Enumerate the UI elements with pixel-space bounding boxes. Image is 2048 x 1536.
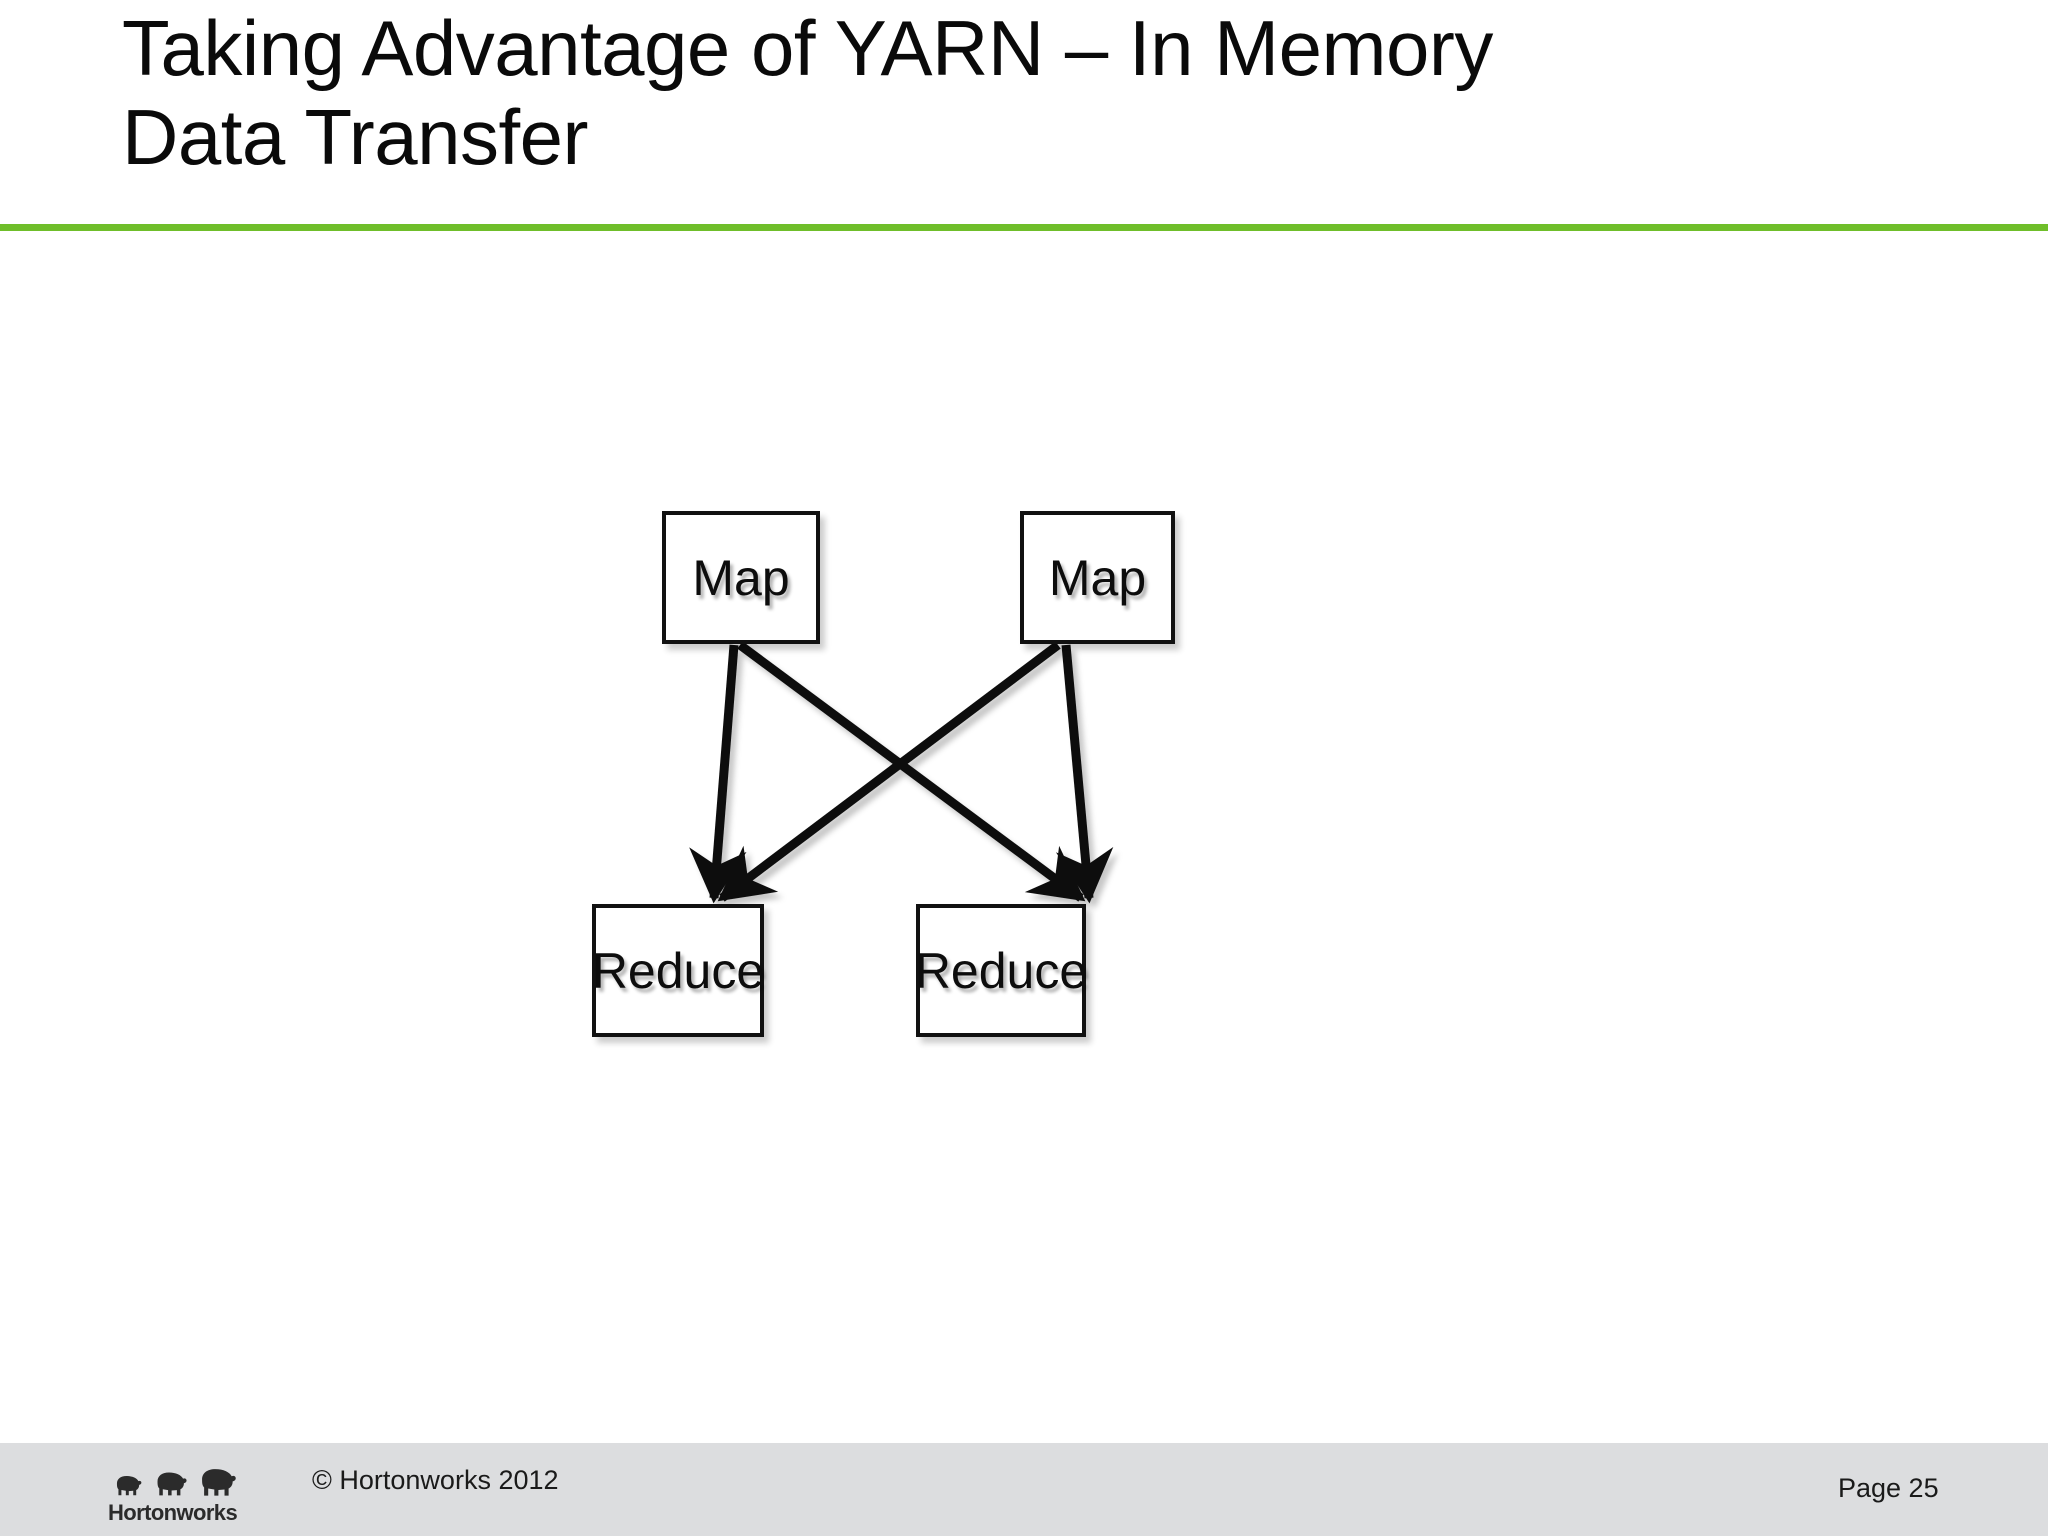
- title-divider-green-rule: [0, 224, 2048, 231]
- title-block: Taking Advantage of YARN – In Memory Dat…: [122, 4, 1882, 182]
- hortonworks-wordmark: Hortonworks: [108, 1500, 237, 1524]
- node-reduce-left-label: Reduce: [591, 942, 765, 999]
- hortonworks-logo-icon: Hortonworks: [108, 1469, 238, 1524]
- node-reduce-right[interactable]: Reduce: [914, 904, 1088, 1037]
- footer-bar: [0, 1443, 2048, 1536]
- edge-map-right-to-reduce-left: [717, 641, 1061, 902]
- edge-map-right-to-reduce-right: [1055, 644, 1114, 904]
- edge-map-left-to-reduce-left: [689, 644, 747, 904]
- copyright-text: © Hortonworks 2012: [312, 1465, 559, 1495]
- node-map-right-label: Map: [1048, 549, 1147, 606]
- node-map-right[interactable]: Map: [1020, 511, 1175, 644]
- node-reduce-right-label: Reduce: [914, 942, 1088, 999]
- page-title: Taking Advantage of YARN – In Memory Dat…: [122, 4, 1493, 181]
- node-map-left-label: Map: [692, 549, 790, 606]
- edge-map-left-to-reduce-right: [737, 641, 1086, 902]
- node-reduce-left[interactable]: Reduce: [592, 904, 764, 1037]
- page-number: Page 25: [1838, 1473, 1939, 1503]
- node-map-left[interactable]: Map: [662, 511, 820, 644]
